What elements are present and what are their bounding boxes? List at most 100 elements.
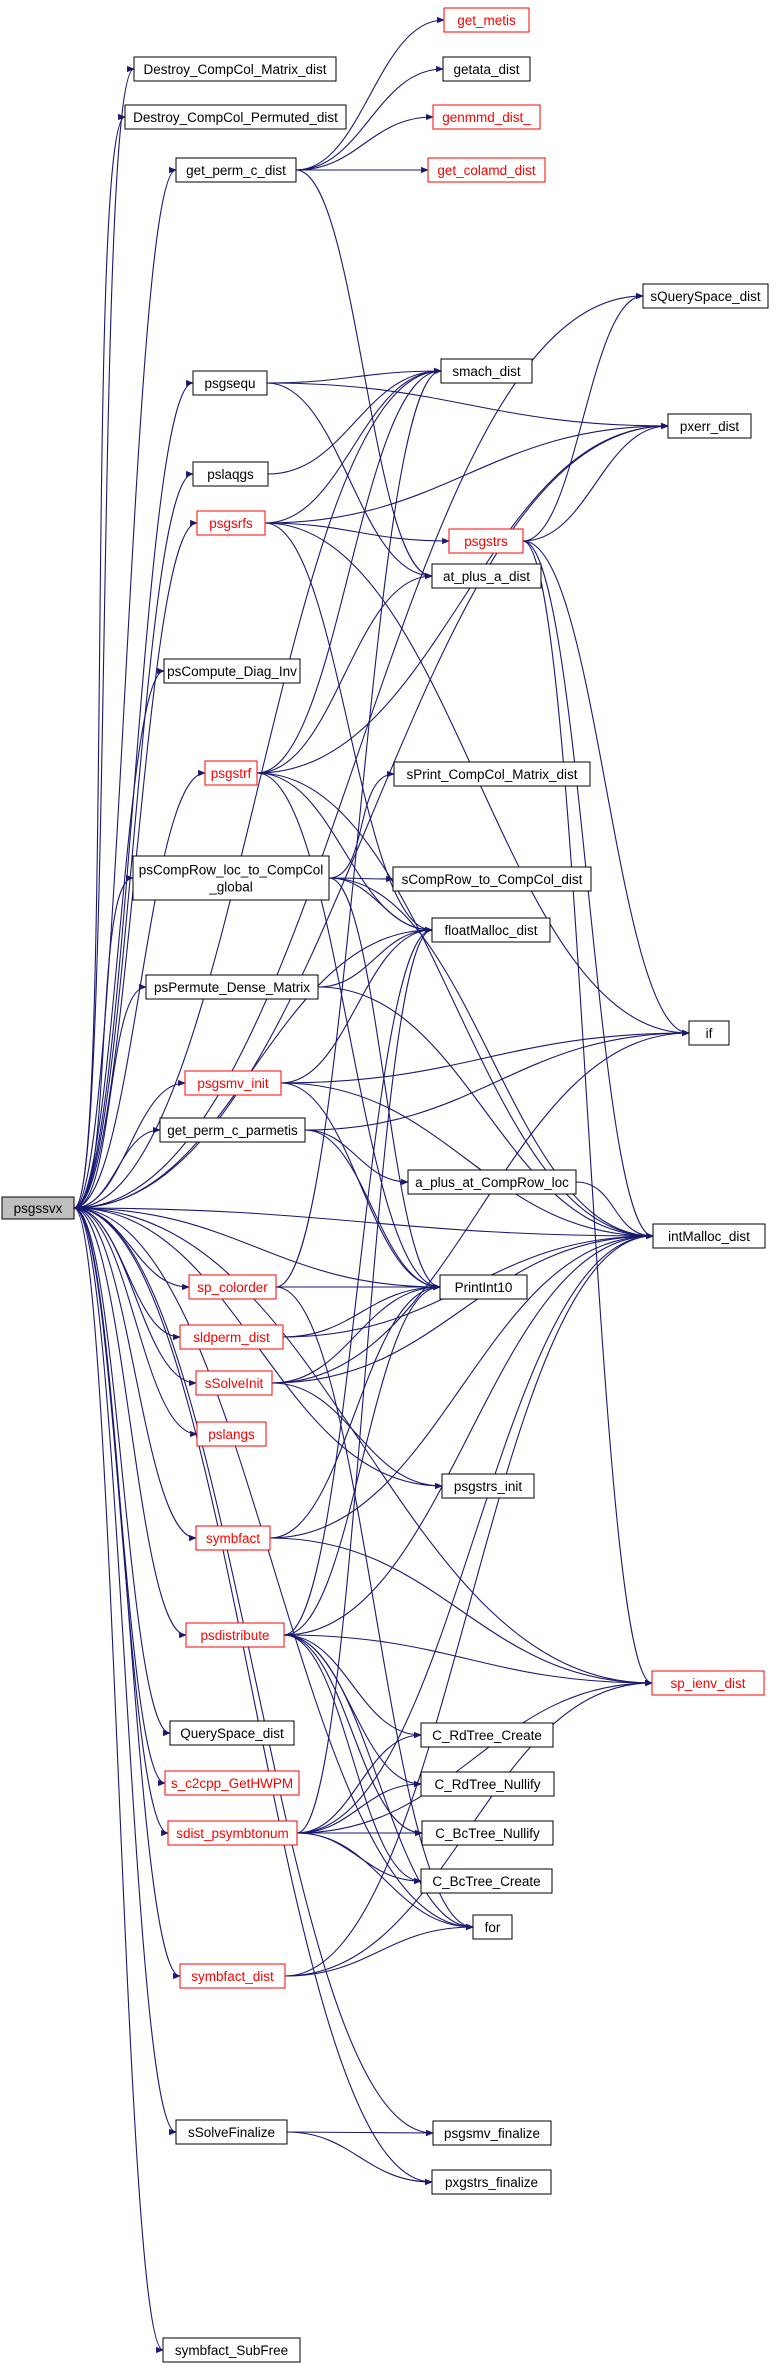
node-box bbox=[431, 2169, 552, 2195]
node-psgsrfs[interactable]: psgsrfs bbox=[196, 510, 266, 536]
node-psPermute_Dense_Matrix: psPermute_Dense_Matrix bbox=[145, 974, 319, 1000]
edge-psgssvx-to-pslaqgs bbox=[73, 471, 194, 1209]
node-box bbox=[163, 658, 301, 684]
edge-symbfact_dist-to-intMalloc_dist bbox=[284, 1232, 654, 1977]
edge-psgssvx-to-QuerySpace_dist bbox=[73, 1207, 171, 1736]
edge-sSolveInit-to-PrintInt10 bbox=[271, 1283, 441, 1384]
edge-psgstrf-to-smach_dist bbox=[256, 367, 442, 774]
edge-psgstrf-to-floatMalloc_dist bbox=[256, 772, 433, 934]
node-pxgstrs_finalize: pxgstrs_finalize bbox=[431, 2169, 552, 2195]
node-label: psgssvx bbox=[14, 1201, 63, 1216]
node-sSolveInit[interactable]: sSolveInit bbox=[195, 1370, 273, 1396]
edge-psgsmv_init-to-intMalloc_dist bbox=[280, 1082, 654, 1240]
edge-psgsequ-to-smach_dist bbox=[266, 367, 442, 384]
edge-psgsrfs-to-smach_dist bbox=[264, 367, 442, 524]
node-sdist_psymbtonum[interactable]: sdist_psymbtonum bbox=[167, 1820, 298, 1846]
node-label: symbfact_dist bbox=[191, 1969, 274, 1984]
node-symbfact_dist[interactable]: symbfact_dist bbox=[179, 1963, 286, 1989]
node-box bbox=[132, 855, 330, 901]
edge-psdistribute-to-for bbox=[283, 1634, 474, 1931]
node-for: for bbox=[472, 1914, 513, 1940]
node-label: s_c2cpp_GetHWPM bbox=[171, 1776, 293, 1791]
edge-sSolveFinalize-to-psgsmv_finalize bbox=[286, 2129, 434, 2137]
node-pslangs[interactable]: pslangs bbox=[196, 1421, 267, 1447]
node-psCompute_Diag_Inv: psCompute_Diag_Inv bbox=[163, 658, 301, 684]
edge-sdist_psymbtonum-to-C_RdTree_Create bbox=[296, 1731, 422, 1834]
node-label: sQuerySpace_dist bbox=[650, 289, 761, 304]
node-psdistribute[interactable]: psdistribute bbox=[185, 1622, 285, 1648]
node-genmmd_dist_[interactable]: genmmd_dist_ bbox=[432, 104, 541, 130]
node-psgstrs[interactable]: psgstrs bbox=[448, 528, 524, 554]
edge-symbfact-to-sp_ienv_dist bbox=[269, 1537, 653, 1687]
edge-psdistribute-to-intMalloc_dist bbox=[283, 1232, 654, 1636]
node-label: sp_colorder bbox=[197, 1280, 268, 1295]
node-box bbox=[441, 1473, 535, 1499]
node-get_metis[interactable]: get_metis bbox=[443, 7, 530, 33]
node-label: if bbox=[706, 1026, 713, 1041]
node-label: floatMalloc_dist bbox=[444, 923, 537, 938]
node-box bbox=[192, 461, 269, 487]
node-label: C_BcTree_Nullify bbox=[435, 1826, 540, 1841]
edge-get_perm_c_parmetis-to-if bbox=[304, 1029, 690, 1131]
edge-psgstrf-to-PrintInt10 bbox=[256, 772, 441, 1291]
node-label: pslangs bbox=[208, 1427, 255, 1442]
node-get_colamd_dist[interactable]: get_colamd_dist bbox=[427, 157, 546, 183]
node-psgsequ: psgsequ bbox=[192, 370, 268, 396]
node-label: get_metis bbox=[457, 13, 516, 28]
edge-psgstrs-to-sp_ienv_dist bbox=[522, 540, 653, 1686]
edge-psdistribute-to-C_BcTree_Nullify bbox=[283, 1634, 423, 1837]
node-label: pslaqgs bbox=[207, 467, 254, 482]
node-box bbox=[407, 1169, 577, 1195]
edge-psCompRow_loc_to_CompCol_global-to-floatMalloc_dist bbox=[328, 877, 433, 934]
edge-psgssvx-to-psdistribute bbox=[73, 1207, 187, 1639]
call-edges bbox=[73, 16, 690, 2353]
node-label: sSolveInit bbox=[205, 1376, 264, 1391]
edge-get_perm_c_dist-to-get_metis bbox=[295, 16, 445, 171]
node-label: get_perm_c_dist bbox=[186, 163, 286, 178]
node-box bbox=[448, 528, 524, 554]
edge-sdist_psymbtonum-to-intMalloc_dist bbox=[296, 1232, 654, 1834]
node-psgssvx: psgssvx bbox=[1, 1196, 75, 1220]
edge-symbfact_dist-to-for bbox=[284, 1923, 474, 1977]
node-label: get_perm_c_parmetis bbox=[167, 1123, 298, 1138]
node-sp_colorder[interactable]: sp_colorder bbox=[188, 1274, 277, 1300]
node-label: pxerr_dist bbox=[680, 419, 740, 434]
node-box bbox=[443, 7, 530, 33]
node-sPrint_CompCol_Matrix_dist: sPrint_CompCol_Matrix_dist bbox=[393, 761, 591, 787]
node-pxerr_dist: pxerr_dist bbox=[667, 413, 752, 439]
node-sCompRow_to_CompCol_dist: sCompRow_to_CompCol_dist bbox=[392, 866, 592, 892]
node-label: psgsrfs bbox=[209, 516, 253, 531]
edge-psgsmv_init-to-floatMalloc_dist bbox=[280, 926, 433, 1084]
node-sQuerySpace_dist: sQuerySpace_dist bbox=[642, 283, 769, 309]
node-psgsmv_init[interactable]: psgsmv_init bbox=[184, 1070, 282, 1096]
edge-psgssvx-to-get_perm_c_dist bbox=[73, 167, 177, 1209]
node-label: Destroy_CompCol_Matrix_dist bbox=[143, 62, 326, 77]
edge-sSolveFinalize-to-pxgstrs_finalize bbox=[286, 2131, 433, 2186]
edge-pslaqgs-to-smach_dist bbox=[267, 367, 442, 475]
edge-psgstrf-to-pxerr_dist bbox=[256, 422, 669, 774]
edge-psdistribute-to-C_BcTree_Create bbox=[283, 1634, 422, 1885]
edge-sSolveInit-to-if bbox=[271, 1029, 690, 1384]
node-label: psgsequ bbox=[204, 376, 255, 391]
node-box bbox=[642, 283, 769, 309]
edge-psgstrf-to-intMalloc_dist bbox=[256, 772, 654, 1240]
edge-sdist_psymbtonum-to-sp_ienv_dist bbox=[296, 1679, 653, 1834]
node-s_c2cpp_GetHWPM[interactable]: s_c2cpp_GetHWPM bbox=[164, 1770, 300, 1796]
edge-psgsrfs-to-pxerr_dist bbox=[264, 422, 669, 524]
node-sp_ienv_dist[interactable]: sp_ienv_dist bbox=[651, 1670, 765, 1696]
edge-psdistribute-to-PrintInt10 bbox=[283, 1283, 441, 1636]
node-label: psdistribute bbox=[200, 1628, 269, 1643]
node-symbfact[interactable]: symbfact bbox=[195, 1525, 271, 1551]
node-label: sp_ienv_dist bbox=[670, 1676, 745, 1691]
edge-get_perm_c_parmetis-to-PrintInt10 bbox=[304, 1129, 441, 1291]
node-PrintInt10: PrintInt10 bbox=[439, 1274, 528, 1300]
node-label: sdist_psymbtonum bbox=[176, 1826, 289, 1841]
node-Destroy_CompCol_Permuted_dist: Destroy_CompCol_Permuted_dist bbox=[124, 104, 347, 130]
node-label: sSolveFinalize bbox=[188, 2125, 275, 2140]
node-sldperm_dist[interactable]: sldperm_dist bbox=[179, 1324, 284, 1350]
edge-psgssvx-to-smach_dist bbox=[73, 367, 442, 1209]
node-label: psgsmv_finalize bbox=[444, 2126, 540, 2141]
node-box bbox=[167, 1820, 298, 1846]
edge-psgssvx-to-pxerr_dist bbox=[73, 422, 669, 1209]
node-psgstrf[interactable]: psgstrf bbox=[204, 760, 258, 786]
